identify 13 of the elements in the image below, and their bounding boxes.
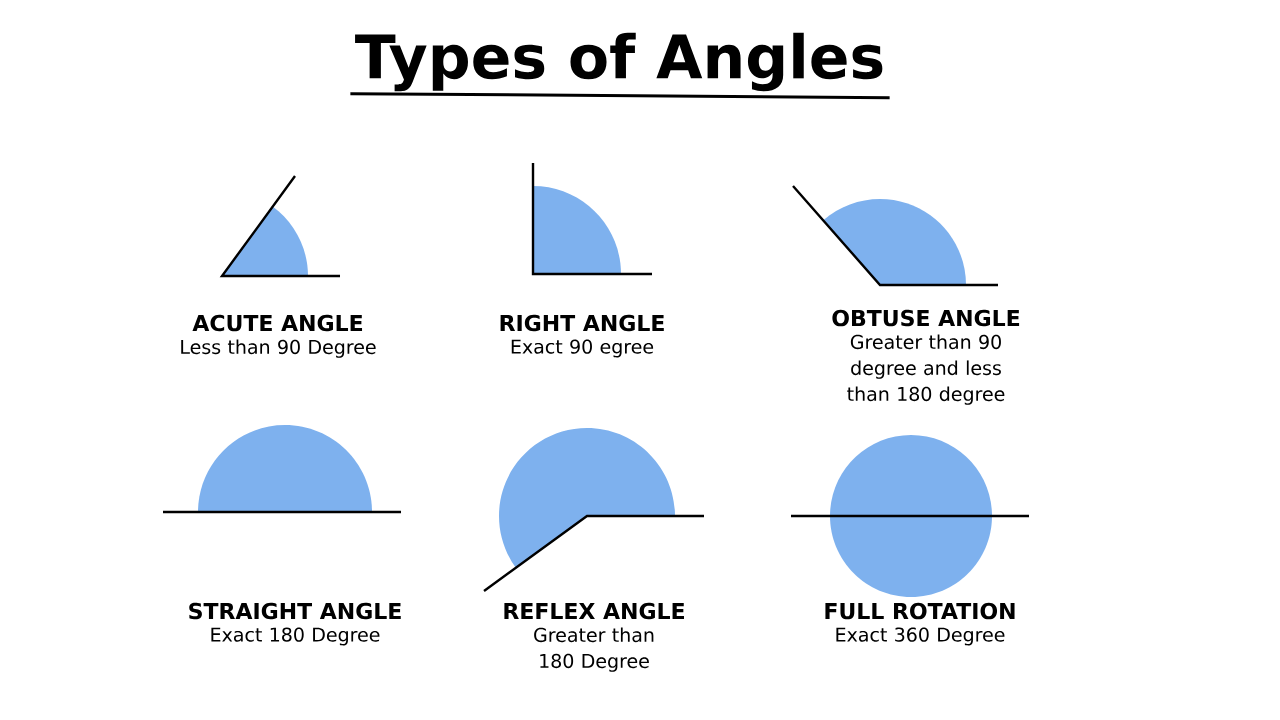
angle-description: Exact 180 Degree [211, 627, 380, 646]
title: Types of Angles [355, 32, 883, 92]
angle-name: FULL ROTATION [825, 602, 1015, 620]
angle-description: Greater than 180 Degree [534, 627, 654, 672]
angle-description: Greater than 90 degree and less than 180 degree [847, 334, 1005, 405]
angle-description: Exact 90 egree [511, 339, 654, 358]
angle-description: Exact 360 Degree [836, 627, 1005, 646]
angle-name: RIGHT ANGLE [500, 314, 664, 332]
angle-name: ACUTE ANGLE [192, 314, 363, 332]
angle-name: STRAIGHT ANGLE [189, 602, 401, 620]
angle-description: Less than 90 Degree [181, 339, 376, 358]
angle-name: REFLEX ANGLE [504, 602, 684, 620]
angle-name: OBTUSE ANGLE [832, 309, 1020, 327]
